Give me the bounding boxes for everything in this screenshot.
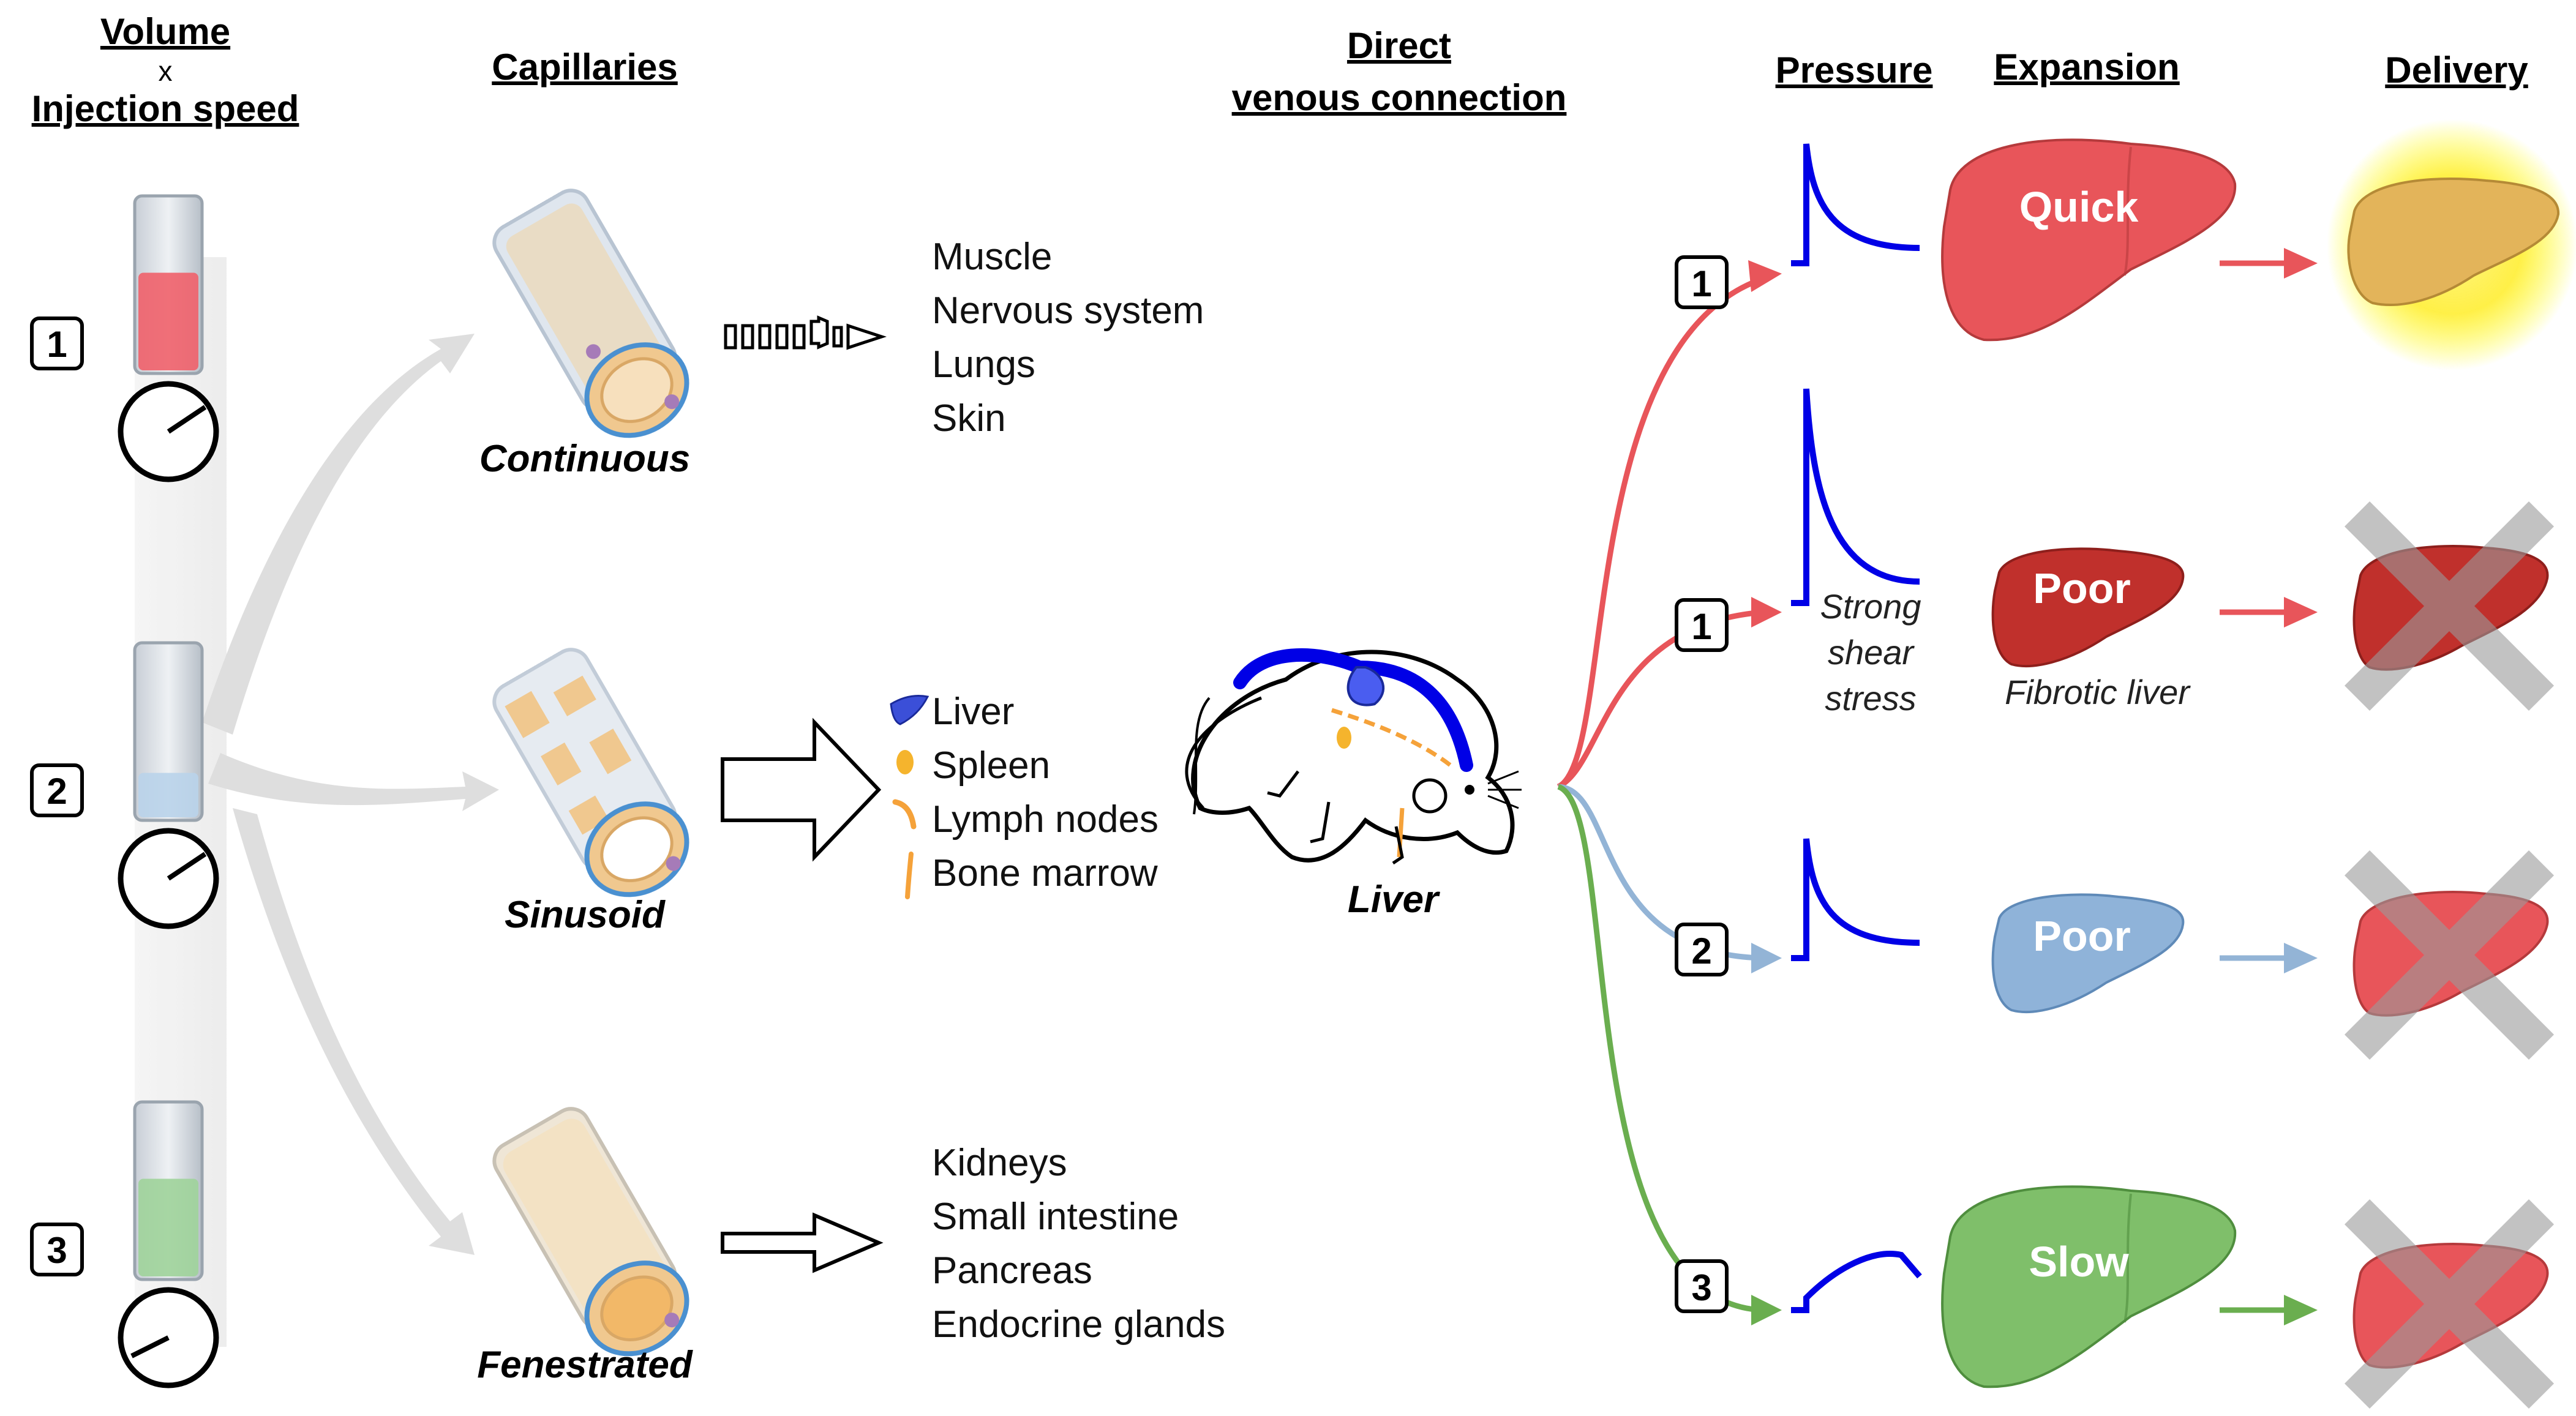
header-injection-speed: Injection speed [32,88,299,129]
column-headers: Volume x Injection speed Capillaries Dir… [32,11,2529,129]
branch-arrowheads [1748,260,1782,1325]
organ-skin: Skin [932,397,1006,440]
clock-hand-2 [167,852,207,881]
continuous-capillary [492,189,689,438]
outcome-3-number: 2 [1691,931,1711,972]
protocol-number-2: 2 [47,771,67,812]
liver-quick: Quick [1941,138,2237,342]
organs-continuous: Muscle Nervous system Lungs Skin [932,236,1204,440]
delivery-failed-fibrotic [2344,501,2555,711]
arrow-sinusoid [721,717,882,862]
protocol-number-box-3 [30,1223,84,1276]
beaker-liquid-2 [138,773,198,817]
delivery-arrows [2220,248,2318,1325]
shear-stress-note: Strong shear stress [1820,587,1921,717]
protocol-number-3: 3 [47,1230,67,1271]
header-delivery: Delivery [2385,50,2528,91]
liver-icon [890,695,929,725]
organ-nervous-system: Nervous system [932,290,1204,332]
protocol-row-1: 1 [30,194,219,482]
header-expansion: Expansion [1994,47,2179,88]
clock-hand-3 [130,1335,170,1358]
dashed-arrow-continuous [724,315,887,350]
note-strong: Strong [1820,587,1921,626]
arrow-fenestrated [721,1212,884,1273]
protocol-row-2: 2 [30,641,219,929]
protocols-column: 1 2 3 [30,194,219,1388]
organ-kidneys: Kidneys [932,1142,1067,1184]
header-pressure: Pressure [1776,50,1933,91]
pressure-curves [1791,143,1922,1313]
pressure-curve-1 [1791,143,1920,266]
organ-muscle: Muscle [932,236,1052,278]
protocol-number-1: 1 [47,324,67,365]
expansion-poor-label: Poor [2033,912,2130,960]
note-stress: stress [1825,679,1916,717]
branch-lines [1556,275,1765,1313]
outcome-4-number: 3 [1691,1267,1711,1308]
mouse-liver-label: Liver [1348,878,1440,921]
organs-sinusoid: Liver Spleen Lymph nodes Bone marrow [890,691,1158,899]
outcome-number-boxes: 1 1 2 3 [1675,255,1729,1313]
header-direct: Direct [1347,25,1451,66]
outcome-1-number: 1 [1691,263,1711,304]
liver-poor-fibrotic: Poor Fibrotic liver [1991,547,2191,711]
pressure-curve-3 [1791,838,1920,961]
delivery-success [2327,119,2576,370]
header-capillaries: Capillaries [492,47,678,88]
organ-spleen: Spleen [932,744,1050,787]
header-volume: Volume [100,11,230,52]
expansion-quick-label: Quick [2019,183,2139,231]
fenestrated-capillary [492,1107,689,1357]
clock-hand-1 [167,405,207,434]
organ-liver: Liver [932,691,1014,733]
organ-lungs: Lungs [932,343,1035,386]
protocol-number-box-2 [30,763,84,817]
beaker-liquid-3 [138,1178,198,1276]
protocol-number-box-1 [30,317,84,370]
spleen-icon [896,750,914,774]
pressure-curve-4 [1791,1251,1922,1313]
liver-slow: Slow [1941,1185,2237,1388]
organ-pancreas: Pancreas [932,1249,1092,1292]
note-shear: shear [1828,633,1915,672]
organs-fenestrated: Kidneys Small intestine Pancreas Endocri… [932,1142,1225,1346]
fenestrated-label: Fenestrated [477,1344,693,1386]
header-venous-connection: venous connection [1232,77,1567,118]
header-times: x [159,55,173,87]
delivery-failed-3 [2344,1199,2555,1409]
beaker-liquid-1 [138,272,198,370]
sinusoid-capillary [492,648,689,897]
mouse-illustration [1185,648,1522,865]
outcome-2-number: 1 [1691,606,1711,647]
expansion-poor-fibrotic-label: Poor [2033,564,2130,612]
delivery-failed-2 [2344,850,2555,1060]
organ-lymph-nodes: Lymph nodes [932,798,1158,841]
bone-marrow-icon [905,852,914,899]
protocol-row-3: 3 [30,1100,219,1388]
lymph-node-icon [892,799,917,830]
continuous-label: Continuous [479,438,690,480]
organ-small-intestine: Small intestine [932,1196,1179,1238]
liver-poor: Poor [1991,893,2185,1013]
fibrotic-liver-note: Fibrotic liver [2005,673,2191,711]
organ-endocrine-glands: Endocrine glands [932,1303,1225,1346]
expansion-slow-label: Slow [2029,1238,2129,1286]
pressure-curve-2 [1791,388,1920,606]
organ-bone-marrow: Bone marrow [932,852,1158,894]
expansion-livers: Quick Poor Fibrotic liver Poor Slow [1941,138,2237,1388]
sinusoid-label: Sinusoid [505,894,666,936]
